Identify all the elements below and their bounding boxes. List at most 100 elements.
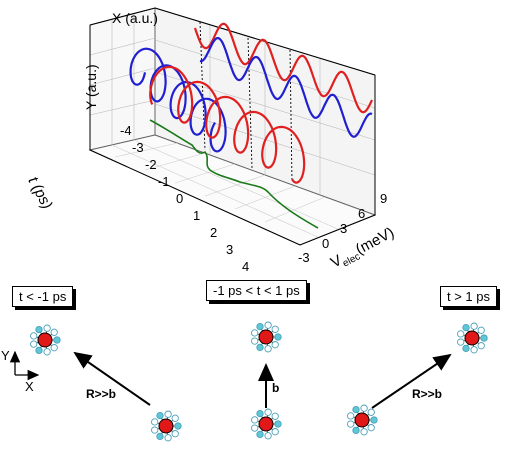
t-tick: 0 <box>176 191 183 206</box>
trajectory-2-helix <box>129 47 227 153</box>
t-tick: -2 <box>145 157 157 172</box>
t-tick: 4 <box>242 259 249 274</box>
atom-during-final <box>251 321 282 353</box>
atom-during-initial <box>251 408 282 440</box>
atom-before-initial <box>151 410 182 442</box>
arrow-label-during: b <box>272 381 279 395</box>
panel-label-before: t < -1 ps <box>12 286 74 307</box>
trajectory-arrow-after <box>371 353 452 409</box>
t-tick: 1 <box>193 208 200 223</box>
electron <box>156 432 164 441</box>
atom-before-final <box>30 324 61 356</box>
electron <box>457 338 465 346</box>
trajectory-1-wave <box>193 22 373 114</box>
arrow-label-after: R>>b <box>412 387 442 401</box>
electron <box>470 322 478 330</box>
t-tick: -1 <box>158 174 170 189</box>
electron <box>264 345 272 353</box>
nucleus <box>464 330 480 346</box>
axis-x-label: X (a.u.) <box>112 10 158 26</box>
electron <box>271 428 279 436</box>
t-tick: -3 <box>132 140 144 155</box>
electron <box>30 340 38 348</box>
v-tick: 6 <box>358 206 365 221</box>
electron <box>171 430 179 438</box>
electron <box>271 325 279 333</box>
nucleus <box>37 332 53 348</box>
inset-x-label: X <box>25 379 34 394</box>
electron <box>457 330 465 338</box>
electron <box>462 323 470 332</box>
electron <box>274 333 282 341</box>
xy-inset-axes: Y X <box>1 348 40 394</box>
electron <box>271 341 279 349</box>
nucleus <box>258 416 274 432</box>
atoms <box>30 321 488 442</box>
electron <box>477 326 485 334</box>
electron <box>256 343 264 352</box>
atom-after-final <box>457 322 488 354</box>
electron <box>370 416 378 424</box>
v-tick: 9 <box>380 191 387 206</box>
potential-curve <box>149 119 319 229</box>
svg-text:Velec(meV): Velec(meV) <box>328 224 399 274</box>
electron <box>251 424 259 432</box>
electron <box>50 344 58 352</box>
axis-y-label: Y (a.u.) <box>83 64 99 110</box>
plot-3d-box <box>88 7 377 246</box>
electron <box>251 329 259 337</box>
electron <box>477 342 485 350</box>
v-tick: -3 <box>298 250 310 265</box>
electron <box>151 418 159 426</box>
electron <box>352 405 360 414</box>
nucleus <box>258 329 274 345</box>
electron <box>156 411 164 420</box>
t-tick: 2 <box>210 225 217 240</box>
electron <box>256 430 264 439</box>
electron <box>174 422 182 430</box>
electron <box>35 325 43 334</box>
panel-label-after: t > 1 ps <box>440 286 497 307</box>
trajectory-1-helix <box>149 65 306 184</box>
trajectory-arrow-before <box>73 351 151 406</box>
atom-after-initial <box>347 404 378 436</box>
electron <box>30 332 38 340</box>
electron <box>347 412 355 420</box>
electron <box>274 420 282 428</box>
electron <box>264 321 272 329</box>
electron <box>264 408 272 416</box>
electron <box>360 404 368 412</box>
nucleus <box>158 418 174 434</box>
electron <box>352 426 360 435</box>
electron <box>367 424 375 432</box>
electron <box>360 428 368 436</box>
electron <box>251 337 259 345</box>
v-axis-ticks: -3 0 3 6 9 <box>298 191 387 265</box>
electron <box>256 322 264 331</box>
arrow-label-before: R>>b <box>86 387 116 401</box>
panel-label-during: -1 ps < t < 1 ps <box>206 280 307 301</box>
electron <box>271 412 279 420</box>
electron <box>151 426 159 434</box>
electron <box>367 408 375 416</box>
electron <box>50 328 58 336</box>
electron <box>53 336 61 344</box>
electron <box>480 334 488 342</box>
electron <box>264 432 272 440</box>
electron <box>171 414 179 422</box>
t-axis-ticks: -4 -3 -2 -1 0 1 2 3 4 <box>120 123 249 274</box>
t-tick: 3 <box>226 242 233 257</box>
electron <box>470 346 478 354</box>
electron <box>43 324 51 332</box>
trajectories <box>129 22 373 184</box>
inset-y-label: Y <box>1 348 10 363</box>
axis-t-label: t (ps) <box>24 174 55 212</box>
trajectory-2-wave <box>199 37 373 138</box>
electron <box>462 344 470 353</box>
electron <box>35 346 43 355</box>
nucleus <box>354 412 370 428</box>
electron <box>164 410 172 418</box>
t-tick: -4 <box>120 123 132 138</box>
axis-v-label: Velec(meV) <box>328 224 399 274</box>
